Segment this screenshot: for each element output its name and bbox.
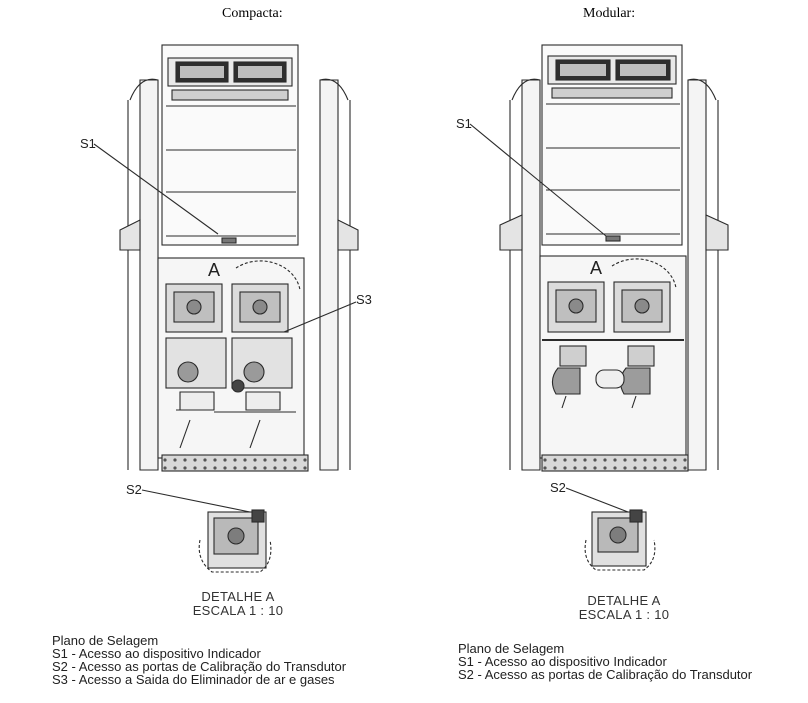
compacta-legend: Plano de Selagem S1 - Acesso ao disposit…	[52, 634, 346, 686]
compacta-callout-s2: S2	[126, 482, 142, 497]
compacta-legend-heading: Plano de Selagem	[52, 633, 159, 648]
compacta-detail-name: DETALHE A	[201, 589, 275, 604]
compacta-legend-item: S1 - Acesso ao dispositivo Indicador	[52, 646, 261, 661]
compacta-detail-caption: DETALHE A ESCALA 1 : 10	[188, 590, 288, 618]
compacta-callout-a: A	[208, 260, 221, 280]
modular-legend-item: S1 - Acesso ao dispositivo Indicador	[458, 654, 667, 669]
modular-pump-drawing	[469, 44, 729, 571]
modular-callout-s1: S1	[456, 116, 472, 131]
modular-callout-s2: S2	[550, 480, 566, 495]
compacta-legend-item: S2 - Acesso as portas de Calibração do T…	[52, 659, 347, 674]
modular-legend-heading: Plano de Selagem	[458, 641, 565, 656]
compacta-pump-drawing	[93, 44, 359, 573]
modular-detail-caption: DETALHE A ESCALA 1 : 10	[572, 594, 676, 622]
modular-legend-item: S2 - Acesso as portas de Calibração do T…	[458, 667, 753, 682]
compacta-callout-s1: S1	[80, 136, 96, 151]
modular-detail-scale: ESCALA 1 : 10	[578, 607, 670, 622]
modular-detail-name: DETALHE A	[587, 593, 661, 608]
modular-legend: Plano de Selagem S1 - Acesso ao disposit…	[458, 642, 752, 681]
compacta-detail-scale: ESCALA 1 : 10	[192, 603, 284, 618]
compacta-callout-s3: S3	[356, 292, 372, 307]
modular-callout-a: A	[590, 258, 603, 278]
compacta-legend-item: S3 - Acesso a Saida do Eliminador de ar …	[52, 672, 335, 687]
modular-title: Modular:	[583, 6, 636, 21]
compacta-title: Compacta:	[222, 6, 283, 21]
